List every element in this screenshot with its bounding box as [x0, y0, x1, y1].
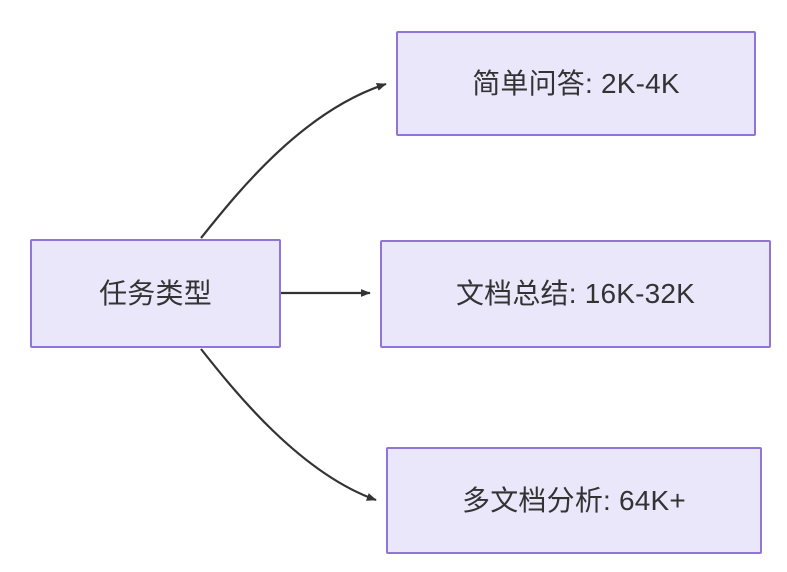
node-label: 文档总结: 16K-32K: [455, 278, 696, 310]
edge-root-to-simple: [200, 82, 387, 239]
node-multi-document-analysis[interactable]: 多文档分析: 64K+: [386, 447, 762, 554]
node-label: 任务类型: [99, 277, 212, 309]
node-label: 多文档分析: 64K+: [462, 484, 686, 516]
node-task-type[interactable]: 任务类型: [30, 239, 281, 348]
node-label: 简单问答: 2K-4K: [472, 67, 680, 99]
node-document-summary[interactable]: 文档总结: 16K-32K: [380, 240, 771, 348]
edge-root-to-multi: [200, 348, 377, 502]
node-simple-qa[interactable]: 简单问答: 2K-4K: [396, 31, 756, 136]
